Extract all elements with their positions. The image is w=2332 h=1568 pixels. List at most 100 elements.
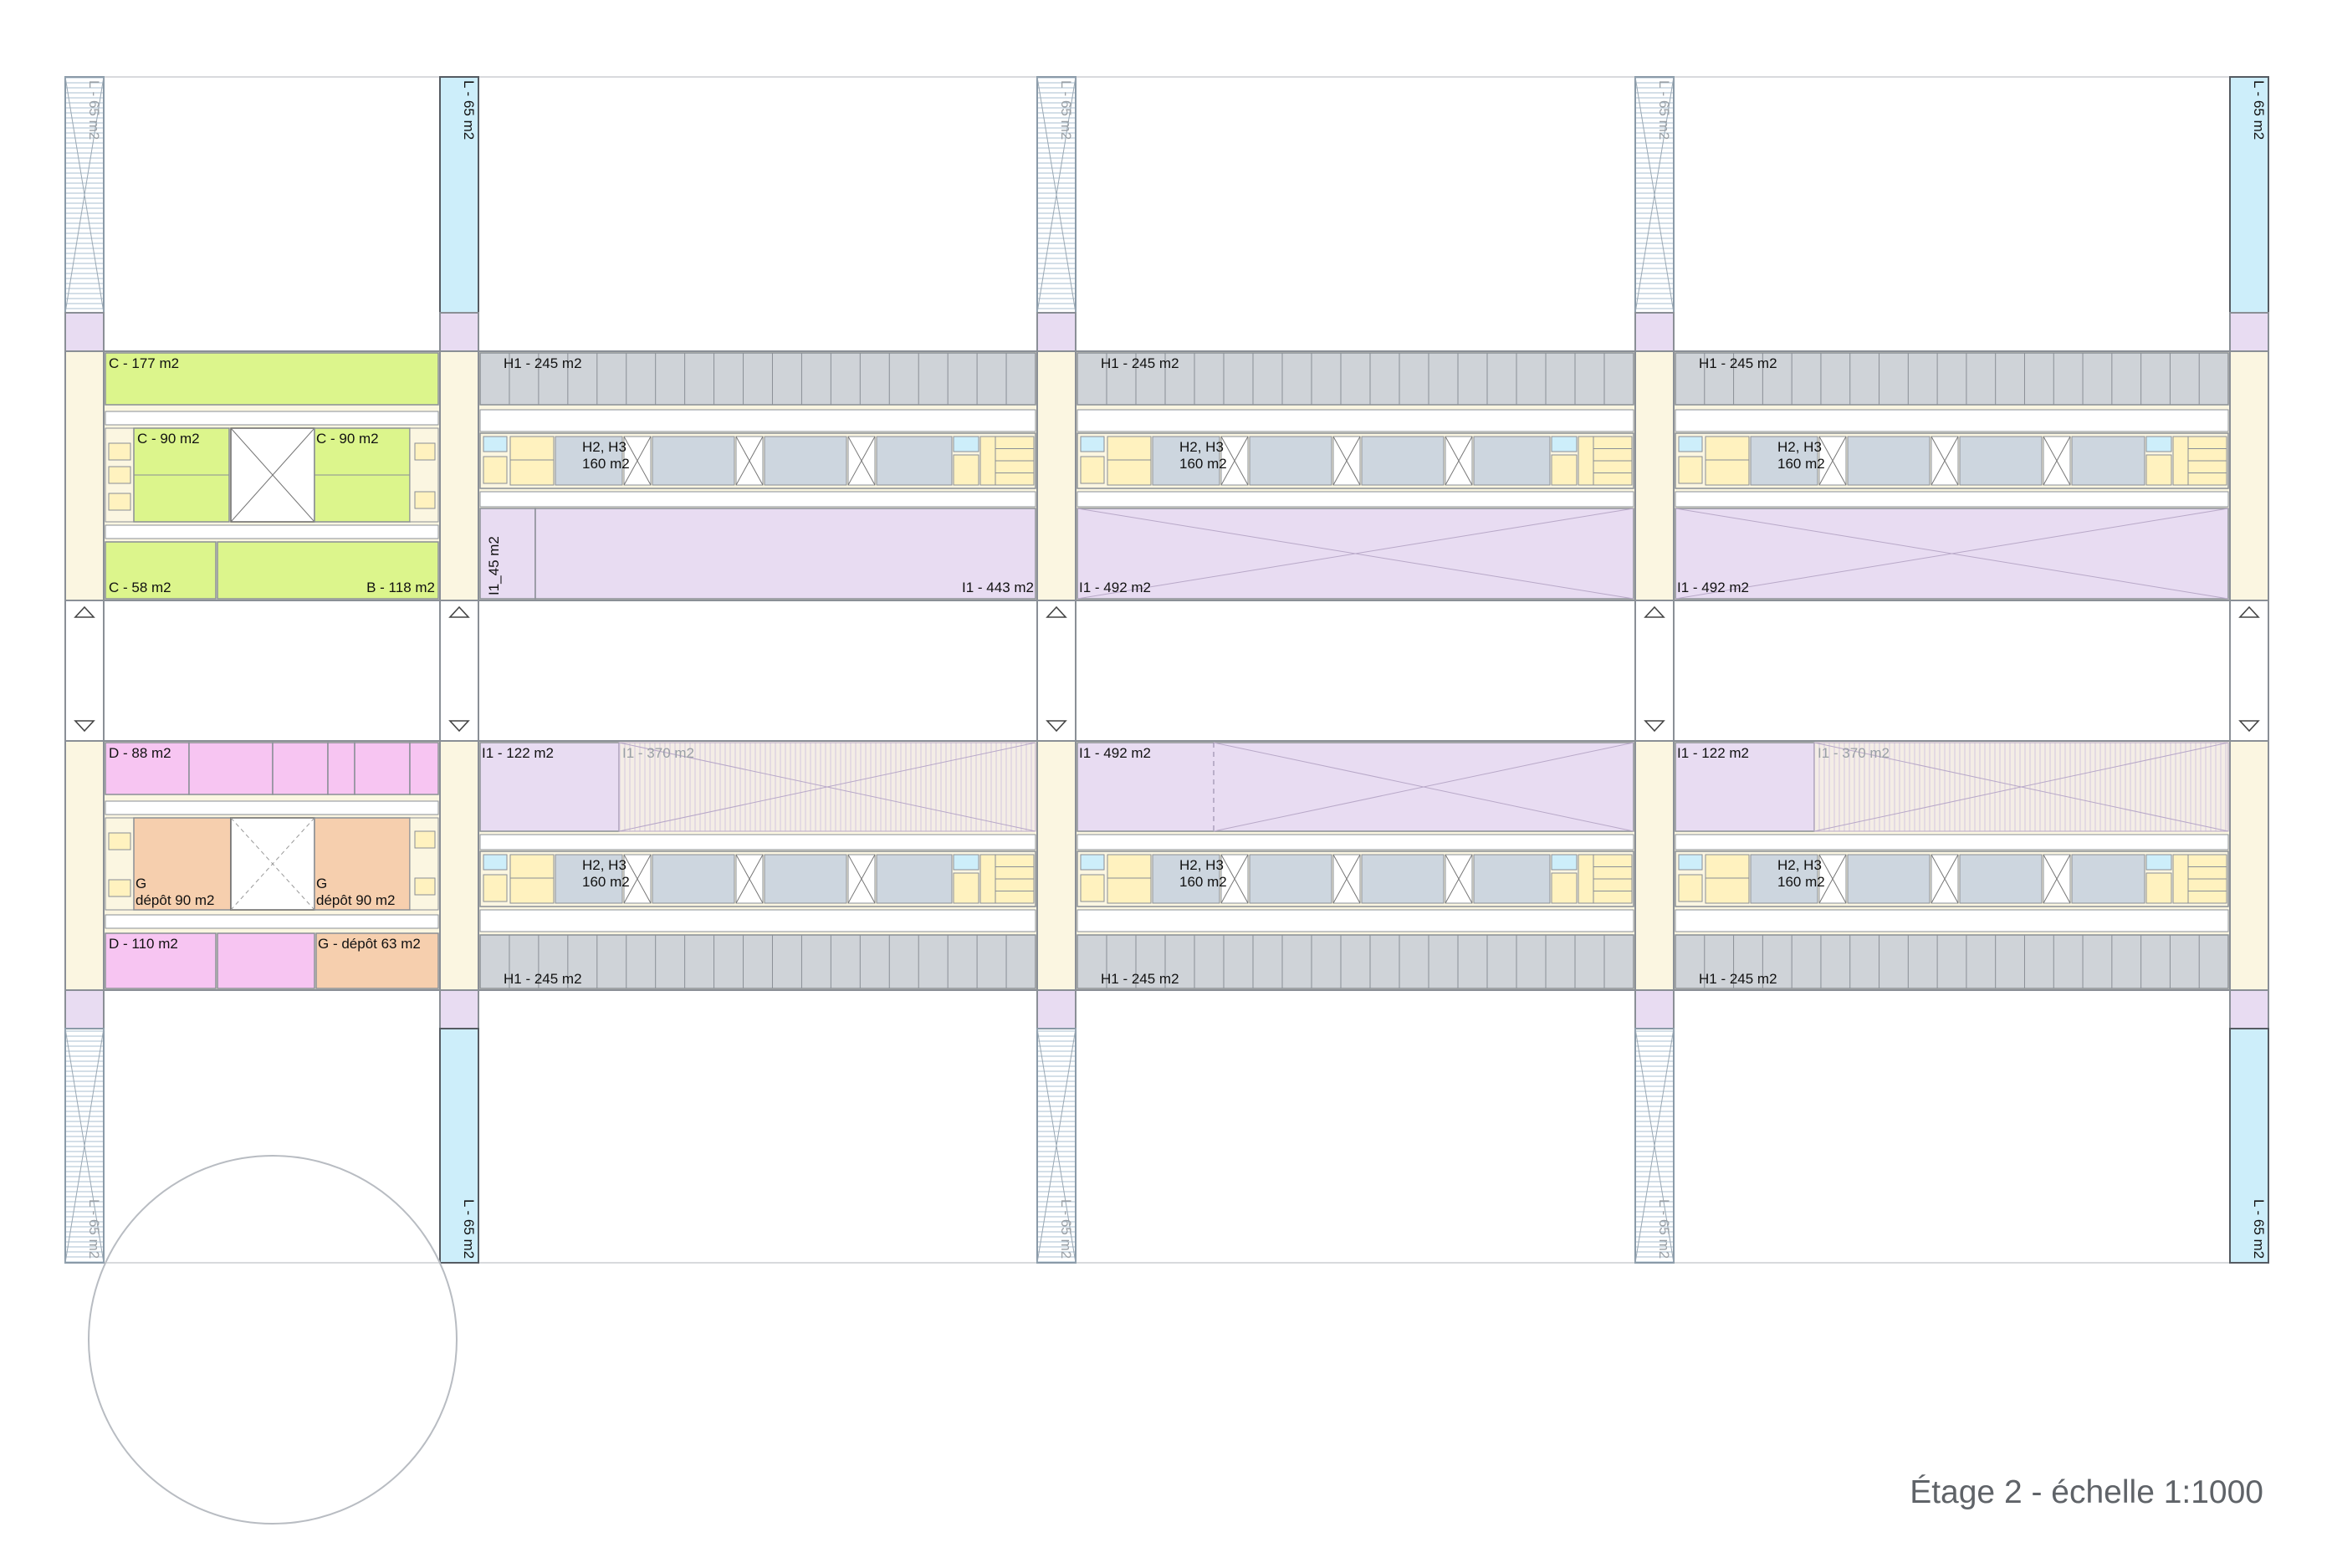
room — [1249, 436, 1332, 486]
stair-label: L - 65 m2 — [2251, 80, 2267, 140]
corridor — [1077, 409, 1634, 432]
room — [1959, 854, 2043, 904]
bathroom — [953, 854, 979, 871]
plan-line — [2043, 436, 2071, 486]
room-label: I1 - 122 m2 — [1677, 745, 1749, 761]
corridor — [1077, 834, 1634, 850]
room — [652, 436, 735, 486]
room-label: 160 m2 — [582, 456, 630, 472]
plan-line — [1445, 854, 1473, 904]
floor-caption: Étage 2 - échelle 1:1000 — [1910, 1474, 2263, 1510]
room — [1847, 436, 1931, 486]
stair-label: L - 65 m2 — [2251, 1199, 2267, 1259]
parking-row — [1675, 352, 2229, 406]
stair-label: L - 65 m2 — [1656, 1199, 1672, 1259]
plan-line — [1220, 854, 1249, 904]
room-i1-122 — [479, 742, 620, 832]
bathroom — [1551, 854, 1578, 871]
room-label: I1 - 370 m2 — [622, 745, 694, 761]
kitchen — [1551, 454, 1578, 486]
parking-row — [1077, 352, 1634, 406]
kitchen — [953, 454, 979, 486]
room — [1705, 436, 1750, 486]
room — [652, 854, 735, 904]
plan-line — [1675, 508, 2229, 600]
bathroom — [2145, 854, 2172, 871]
room-d-88 — [105, 742, 190, 795]
room — [1249, 854, 1332, 904]
room-label: 160 m2 — [1777, 456, 1825, 472]
room-label: I1 - 443 m2 — [962, 580, 1034, 595]
bathroom — [1551, 436, 1578, 452]
room — [509, 436, 555, 486]
room — [1473, 436, 1551, 486]
corridor — [479, 491, 1036, 508]
label-b118: B - 118 m2 — [366, 580, 435, 595]
vertical-corridors — [64, 76, 2269, 1264]
plan-line — [1332, 436, 1361, 486]
stair-label: L - 65 m2 — [86, 80, 102, 140]
label-c90a: C - 90 m2 — [137, 431, 200, 447]
parking-row — [479, 352, 1036, 406]
stair-labels-top: L - 65 m2 L - 65 m2 L - 65 m2 L - 65 m2 … — [86, 80, 2267, 140]
plan-line — [1818, 436, 1847, 486]
arrow-down-icon — [74, 720, 2260, 733]
room — [1750, 436, 1818, 486]
bathroom — [953, 436, 979, 452]
stair-label: L - 65 m2 — [461, 1199, 477, 1259]
room-label: H1 - 245 m2 — [504, 971, 582, 987]
label-d110: D - 110 m2 — [109, 936, 178, 952]
room-label: I1 - 370 m2 — [1818, 745, 1890, 761]
room-label: H2, H3 — [1777, 439, 1822, 455]
plan-line — [623, 436, 652, 486]
room — [764, 436, 847, 486]
room — [555, 854, 623, 904]
room — [1361, 854, 1445, 904]
room-b-118 — [217, 541, 439, 600]
kitchen — [2145, 454, 2172, 486]
bathroom — [483, 436, 508, 452]
room-c-177 — [105, 352, 439, 406]
room — [555, 436, 623, 486]
room — [509, 854, 555, 904]
room-label: H2, H3 — [1777, 857, 1822, 873]
room — [2071, 854, 2145, 904]
bathroom — [1080, 854, 1105, 871]
room — [876, 854, 953, 904]
kitchen — [1678, 456, 1703, 484]
room-label: I1 - 122 m2 — [482, 745, 554, 761]
room — [1705, 854, 1750, 904]
room-i1-45 — [479, 508, 536, 600]
label-g2b: dépôt 90 m2 — [316, 892, 396, 908]
room-label: 160 m2 — [1777, 874, 1825, 890]
room — [1107, 854, 1152, 904]
bathroom — [1080, 436, 1105, 452]
corridor — [1675, 909, 2229, 932]
kitchen — [953, 872, 979, 904]
room-label: 160 m2 — [1179, 874, 1227, 890]
corridor — [1077, 491, 1634, 508]
corridor — [479, 834, 1036, 850]
room-i1-122 — [1675, 742, 1815, 832]
label-c177: C - 177 m2 — [109, 355, 179, 371]
kitchen — [483, 456, 508, 484]
room-label: I1 - 492 m2 — [1677, 580, 1749, 595]
block-1-top: C - 177 m2 C - 90 m2 C - 90 m2 C - 58 m2… — [103, 350, 441, 601]
room-label: H1 - 245 m2 — [1101, 971, 1179, 987]
room-label: H2, H3 — [582, 439, 626, 455]
room — [1361, 436, 1445, 486]
plan-line — [2043, 854, 2071, 904]
corridor — [479, 409, 1036, 432]
room-i1-443 — [534, 508, 1036, 600]
north-circle — [88, 1155, 458, 1525]
room-label: I1_45 m2 — [486, 536, 502, 595]
corridor — [1675, 409, 2229, 432]
bathroom — [1678, 854, 1703, 871]
room-d-110 — [105, 932, 217, 989]
room-label: I1 - 492 m2 — [1079, 580, 1151, 595]
room — [2071, 436, 2145, 486]
